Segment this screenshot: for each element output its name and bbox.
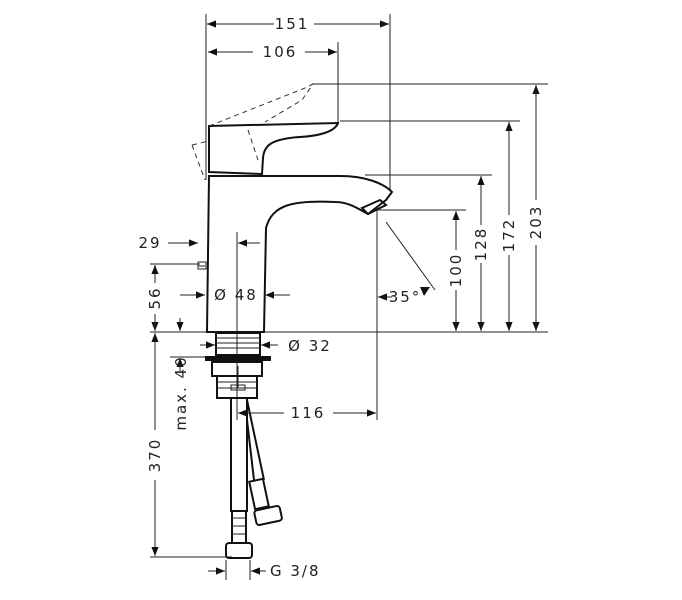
dim-handle-reach: 106 [263, 43, 298, 61]
dim-max-deck-thickness: max. 40 [172, 355, 190, 430]
supply-hoses [225, 397, 283, 559]
faucet-body [191, 83, 394, 333]
extension-lines [150, 14, 548, 580]
pop-up-rod [197, 261, 207, 270]
dim-handle-height: 172 [500, 218, 518, 253]
dim-body-diameter: Ø 48 [214, 286, 258, 304]
dimension-lines [151, 20, 540, 575]
dim-total-width: 151 [275, 15, 310, 33]
dim-pop-up-offset: 29 [138, 234, 161, 252]
dim-spout-outlet-height: 100 [447, 253, 465, 288]
dim-shank-diameter: Ø 32 [288, 337, 332, 355]
dim-spout-projection: 116 [291, 404, 326, 422]
dim-spray-angle: 35° [389, 288, 422, 306]
dim-spout-top-height: 128 [472, 227, 490, 262]
dim-total-height: 203 [527, 205, 545, 240]
mounting-shank [205, 332, 271, 399]
dim-connection-thread: G 3/8 [270, 562, 321, 580]
dim-hose-length: 370 [146, 438, 164, 473]
dim-pop-up-height: 56 [146, 286, 164, 309]
